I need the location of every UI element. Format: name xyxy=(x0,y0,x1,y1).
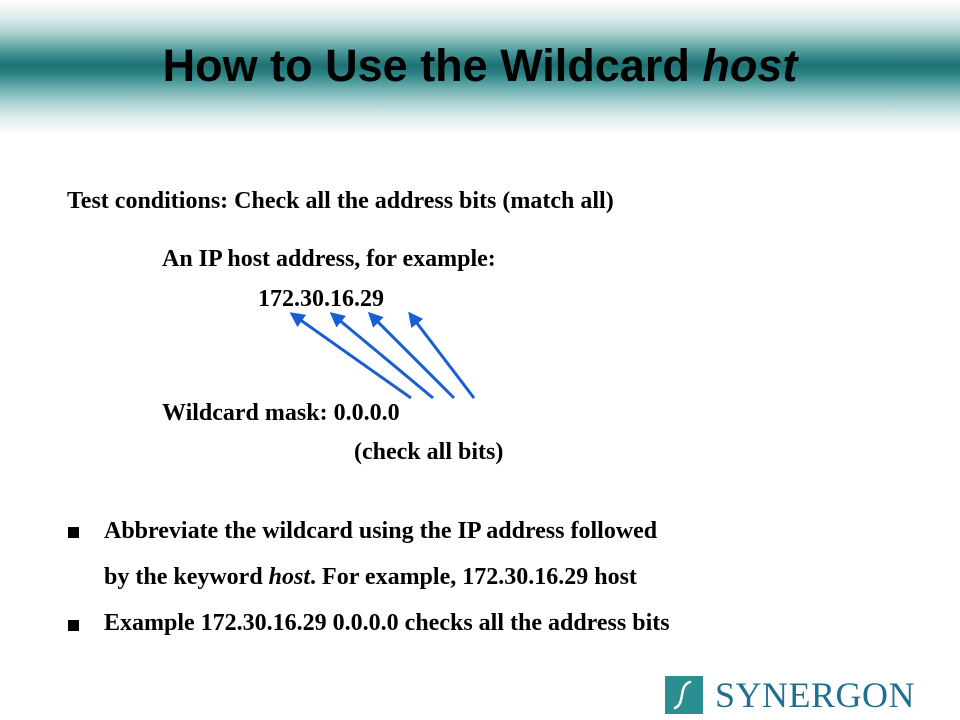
ip-address-label: An IP host address, for example: xyxy=(162,246,496,272)
bullet-2-text: Example 172.30.16.29 0.0.0.0 checks all … xyxy=(104,610,670,636)
ip-address-value: 172.30.16.29 xyxy=(258,286,384,312)
title-text: How to Use the Wildcard xyxy=(162,40,703,91)
bullet-square-1 xyxy=(68,527,79,538)
bullet-1-line-2-pre: by the keyword xyxy=(104,564,269,590)
title-banner xyxy=(0,0,960,135)
bullet-1-line-2: by the keyword host. For example, 172.30… xyxy=(104,562,637,592)
arrow-octet-3 xyxy=(367,311,456,400)
title-italic-text: host xyxy=(702,40,798,91)
logo-mark-icon xyxy=(665,676,703,714)
arrow-octet-4 xyxy=(408,311,476,399)
arrow-octet-2 xyxy=(329,312,434,400)
test-conditions-text: Test conditions: Check all the address b… xyxy=(67,188,614,214)
arrow-octet-1 xyxy=(289,312,412,400)
bullet-1-line-2-post: . For example, 172.30.16.29 host xyxy=(310,564,637,590)
wildcard-mask-label: Wildcard mask: 0.0.0.0 xyxy=(162,400,400,426)
wildcard-mask-note: (check all bits) xyxy=(354,439,504,465)
slide-title: How to Use the Wildcard host xyxy=(0,38,960,94)
bullet-1-italic-host: host xyxy=(268,564,311,590)
bullet-square-2 xyxy=(68,620,79,631)
synergon-logo: SYNERGON xyxy=(665,676,915,714)
logo-text: SYNERGON xyxy=(715,675,916,715)
bullet-1-line-1: Abbreviate the wildcard using the IP add… xyxy=(104,518,658,544)
